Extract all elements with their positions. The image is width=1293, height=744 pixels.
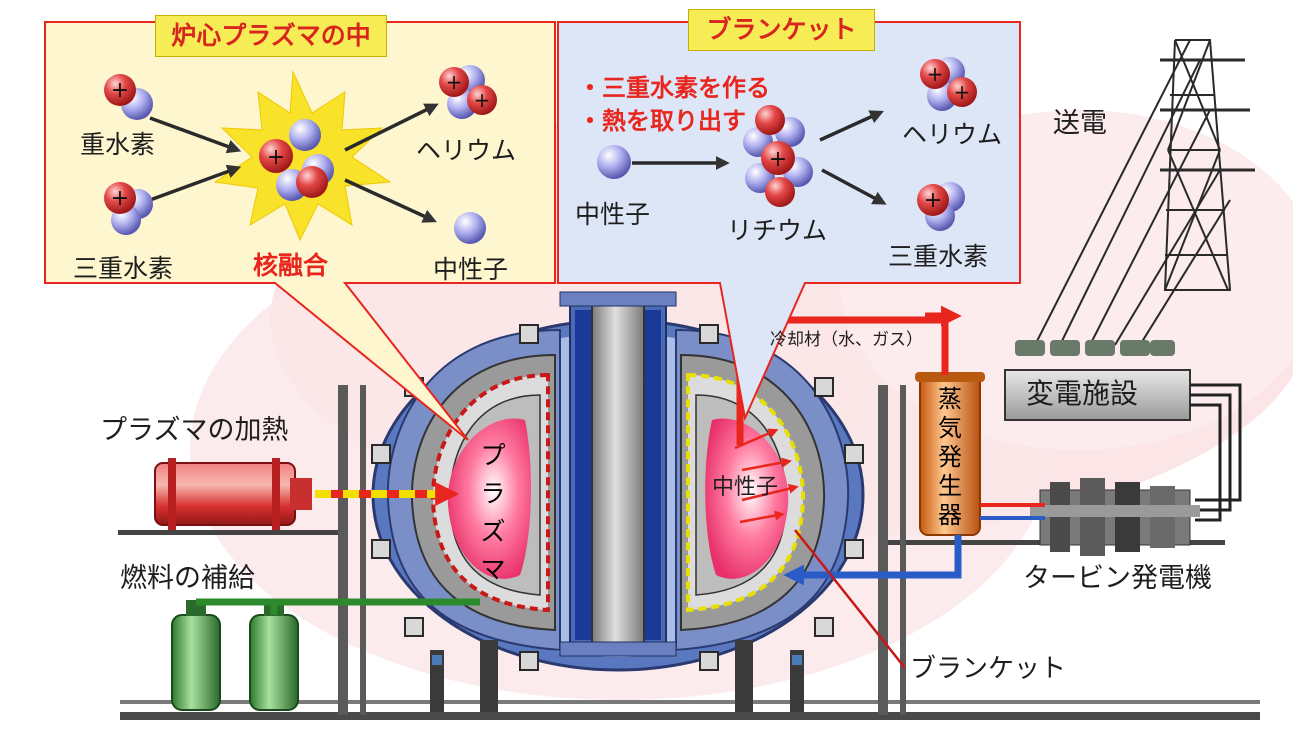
core-panel-title: 炉心プラズマの中 [155,15,387,57]
svg-text:+: + [111,186,129,211]
label-blanket: ブランケット [910,654,1067,684]
label-substation: 変電施設 [1026,377,1139,410]
substation-box [1004,369,1191,421]
blanket-panel-title: ブランケット [688,9,875,51]
blanket-panel-callout [557,21,1021,422]
label-fuel-supply: 燃料の補給 [120,563,255,594]
label-fusion: 核融合 [253,251,329,280]
lithium-particle: + [743,105,813,207]
neutron-particle-core [454,212,486,244]
helium-particle-core: + + [439,65,497,119]
svg-text:+: + [474,88,491,112]
label-steam-generator: 蒸気発生器 [938,385,962,529]
insulators [1015,340,1175,356]
fuel-tanks [171,600,299,711]
label-deuterium: 重水素 [80,130,156,159]
svg-text:+: + [927,62,944,86]
svg-text:+: + [111,78,129,103]
label-lithium: リチウム [727,216,828,245]
label-turbine-generator: タービン発電機 [1023,563,1212,594]
label-transmission: 送電 [1053,108,1107,139]
neutron-particle-blanket [597,145,631,179]
svg-text:+: + [446,70,463,94]
tritium-particle-blanket: + [917,182,965,231]
heating-device [154,458,312,530]
label-coolant: 冷却材（水、ガス） [770,330,923,350]
transmission-tower [1034,39,1255,346]
fusion-cluster: + [259,119,334,201]
label-helium-core: ヘリウム [416,136,517,165]
tritium-particle: + [104,182,153,235]
label-plasma-heating: プラズマの加熱 [100,415,289,446]
reactor-vessel [371,291,865,672]
svg-text:+: + [267,145,285,170]
deuterium-particle: + [104,74,153,120]
label-neutron-core: 中性子 [433,255,509,284]
turbine-generator-drawing [1030,478,1200,556]
blanket-bullet-1: ・三重水素を作る [578,74,770,102]
svg-text:+: + [924,188,942,213]
label-helium-blanket: ヘリウム [902,120,1003,149]
label-neutron-reactor: 中性子 [712,475,779,500]
fusion-burst [213,70,392,242]
label-tritium-blanket: 三重水素 [888,242,989,271]
label-tritium: 三重水素 [73,254,174,283]
svg-text:+: + [769,147,787,172]
helium-particle-blanket: + + [920,57,977,111]
svg-text:+: + [954,80,971,104]
label-plasma: プラズマ [480,441,506,584]
blanket-bullet-2: ・熱を取り出す [578,107,746,135]
label-neutron-blanket: 中性子 [575,200,651,229]
